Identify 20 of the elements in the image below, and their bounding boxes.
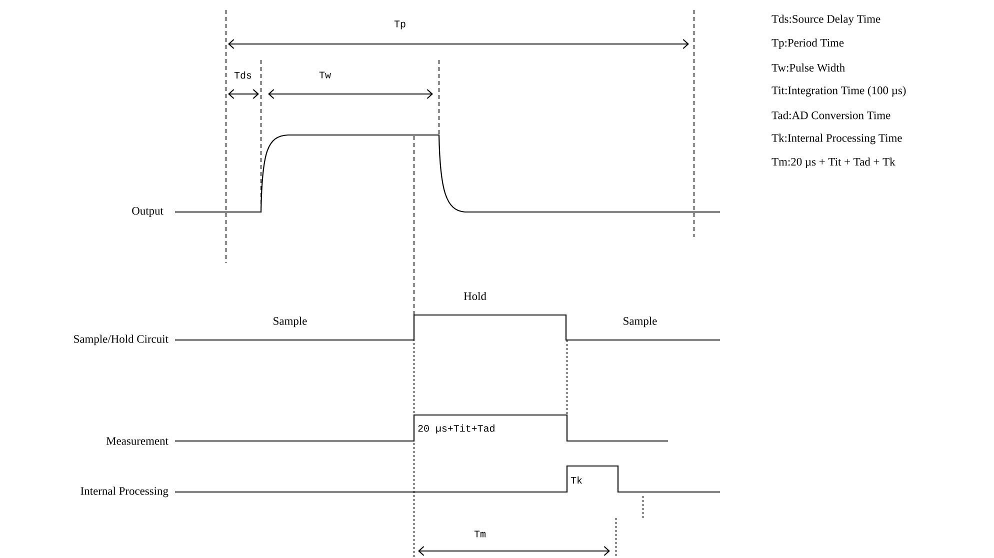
note: Tw:Pulse Width bbox=[772, 64, 845, 72]
note: Tit:Integration Time (100 µs) bbox=[772, 86, 906, 97]
note: Tm:20 µs + Tit + Tad + Tk bbox=[772, 158, 896, 168]
note: Tk:Internal Processing Time bbox=[772, 134, 902, 144]
signal-label: Sample/Hold Circuit bbox=[74, 334, 168, 346]
signal-label: Measurement bbox=[106, 437, 168, 445]
note: Tad:AD Conversion Time bbox=[772, 111, 890, 120]
signal-label: Internal Processing bbox=[80, 486, 168, 498]
dimension-label: Tp bbox=[394, 20, 406, 30]
dimension-label: Tw bbox=[319, 72, 331, 78]
state-label: Sample bbox=[624, 316, 657, 328]
state-label: Hold bbox=[464, 292, 486, 300]
note: Tp:Period Time bbox=[772, 38, 844, 49]
pulse-label: Tk bbox=[570, 476, 582, 484]
note: Tds:Source Delay Time bbox=[772, 14, 880, 26]
dimension-label: Tds bbox=[234, 71, 252, 79]
signal-label: Output bbox=[132, 207, 164, 217]
dimension-label: Tm bbox=[474, 530, 486, 538]
state-label: Sample bbox=[274, 316, 307, 328]
pulse-label: 20 µs+Tit+Tad bbox=[418, 424, 494, 434]
